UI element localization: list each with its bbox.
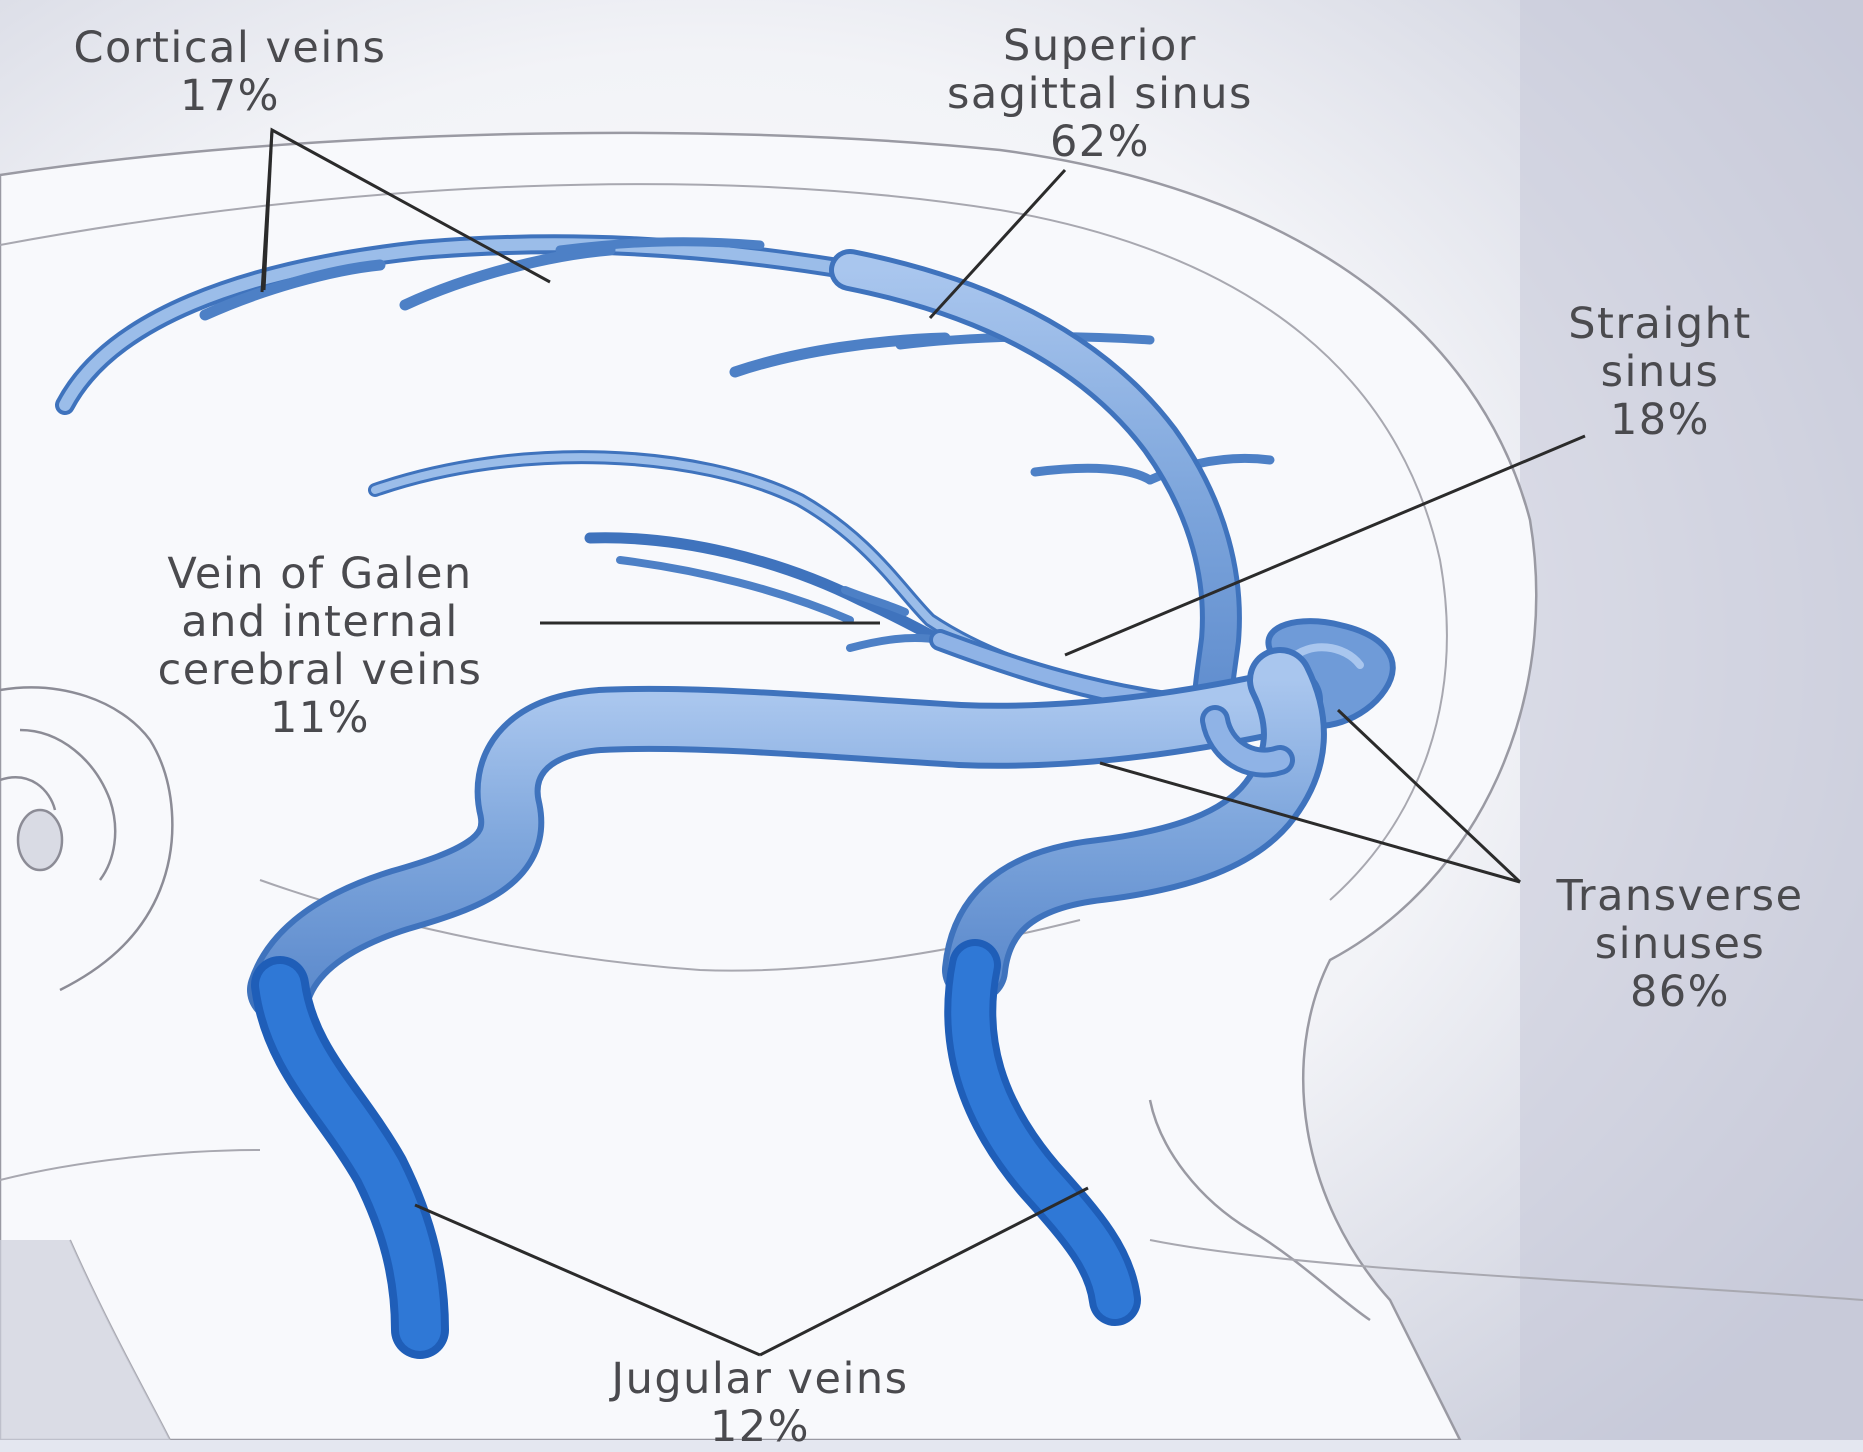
jugular-veins-percent: 12% [540, 1403, 980, 1451]
superior-sagittal-sinus-line2: sagittal sinus [890, 70, 1310, 118]
transverse-sinuses-percent: 86% [1500, 968, 1860, 1016]
vein-of-galen-line3: cerebral veins [100, 646, 540, 694]
vein-of-galen-line2: and internal [100, 598, 540, 646]
vein-of-galen-line1: Vein of Galen [100, 550, 540, 598]
straight-sinus-percent: 18% [1510, 396, 1810, 444]
cortical-veins-title: Cortical veins [10, 24, 450, 72]
transverse-sinuses-line2: sinuses [1500, 920, 1860, 968]
background-shadow [1520, 0, 1863, 1440]
label-straight-sinus: Straight sinus 18% [1510, 300, 1810, 444]
superior-sagittal-sinus-percent: 62% [890, 118, 1310, 166]
straight-sinus-line1: Straight [1510, 300, 1810, 348]
superior-sagittal-sinus-line1: Superior [890, 22, 1310, 70]
jugular-veins-title: Jugular veins [540, 1355, 980, 1403]
cortical-veins-percent: 17% [10, 72, 450, 120]
label-transverse-sinuses: Transverse sinuses 86% [1500, 872, 1860, 1016]
label-superior-sagittal-sinus: Superior sagittal sinus 62% [890, 22, 1310, 166]
label-jugular-veins: Jugular veins 12% [540, 1355, 980, 1451]
transverse-sinuses-line1: Transverse [1500, 872, 1860, 920]
vein-of-galen-percent: 11% [100, 694, 540, 742]
straight-sinus-line2: sinus [1510, 348, 1810, 396]
label-cortical-veins: Cortical veins 17% [10, 24, 450, 120]
label-vein-of-galen: Vein of Galen and internal cerebral vein… [100, 550, 540, 742]
